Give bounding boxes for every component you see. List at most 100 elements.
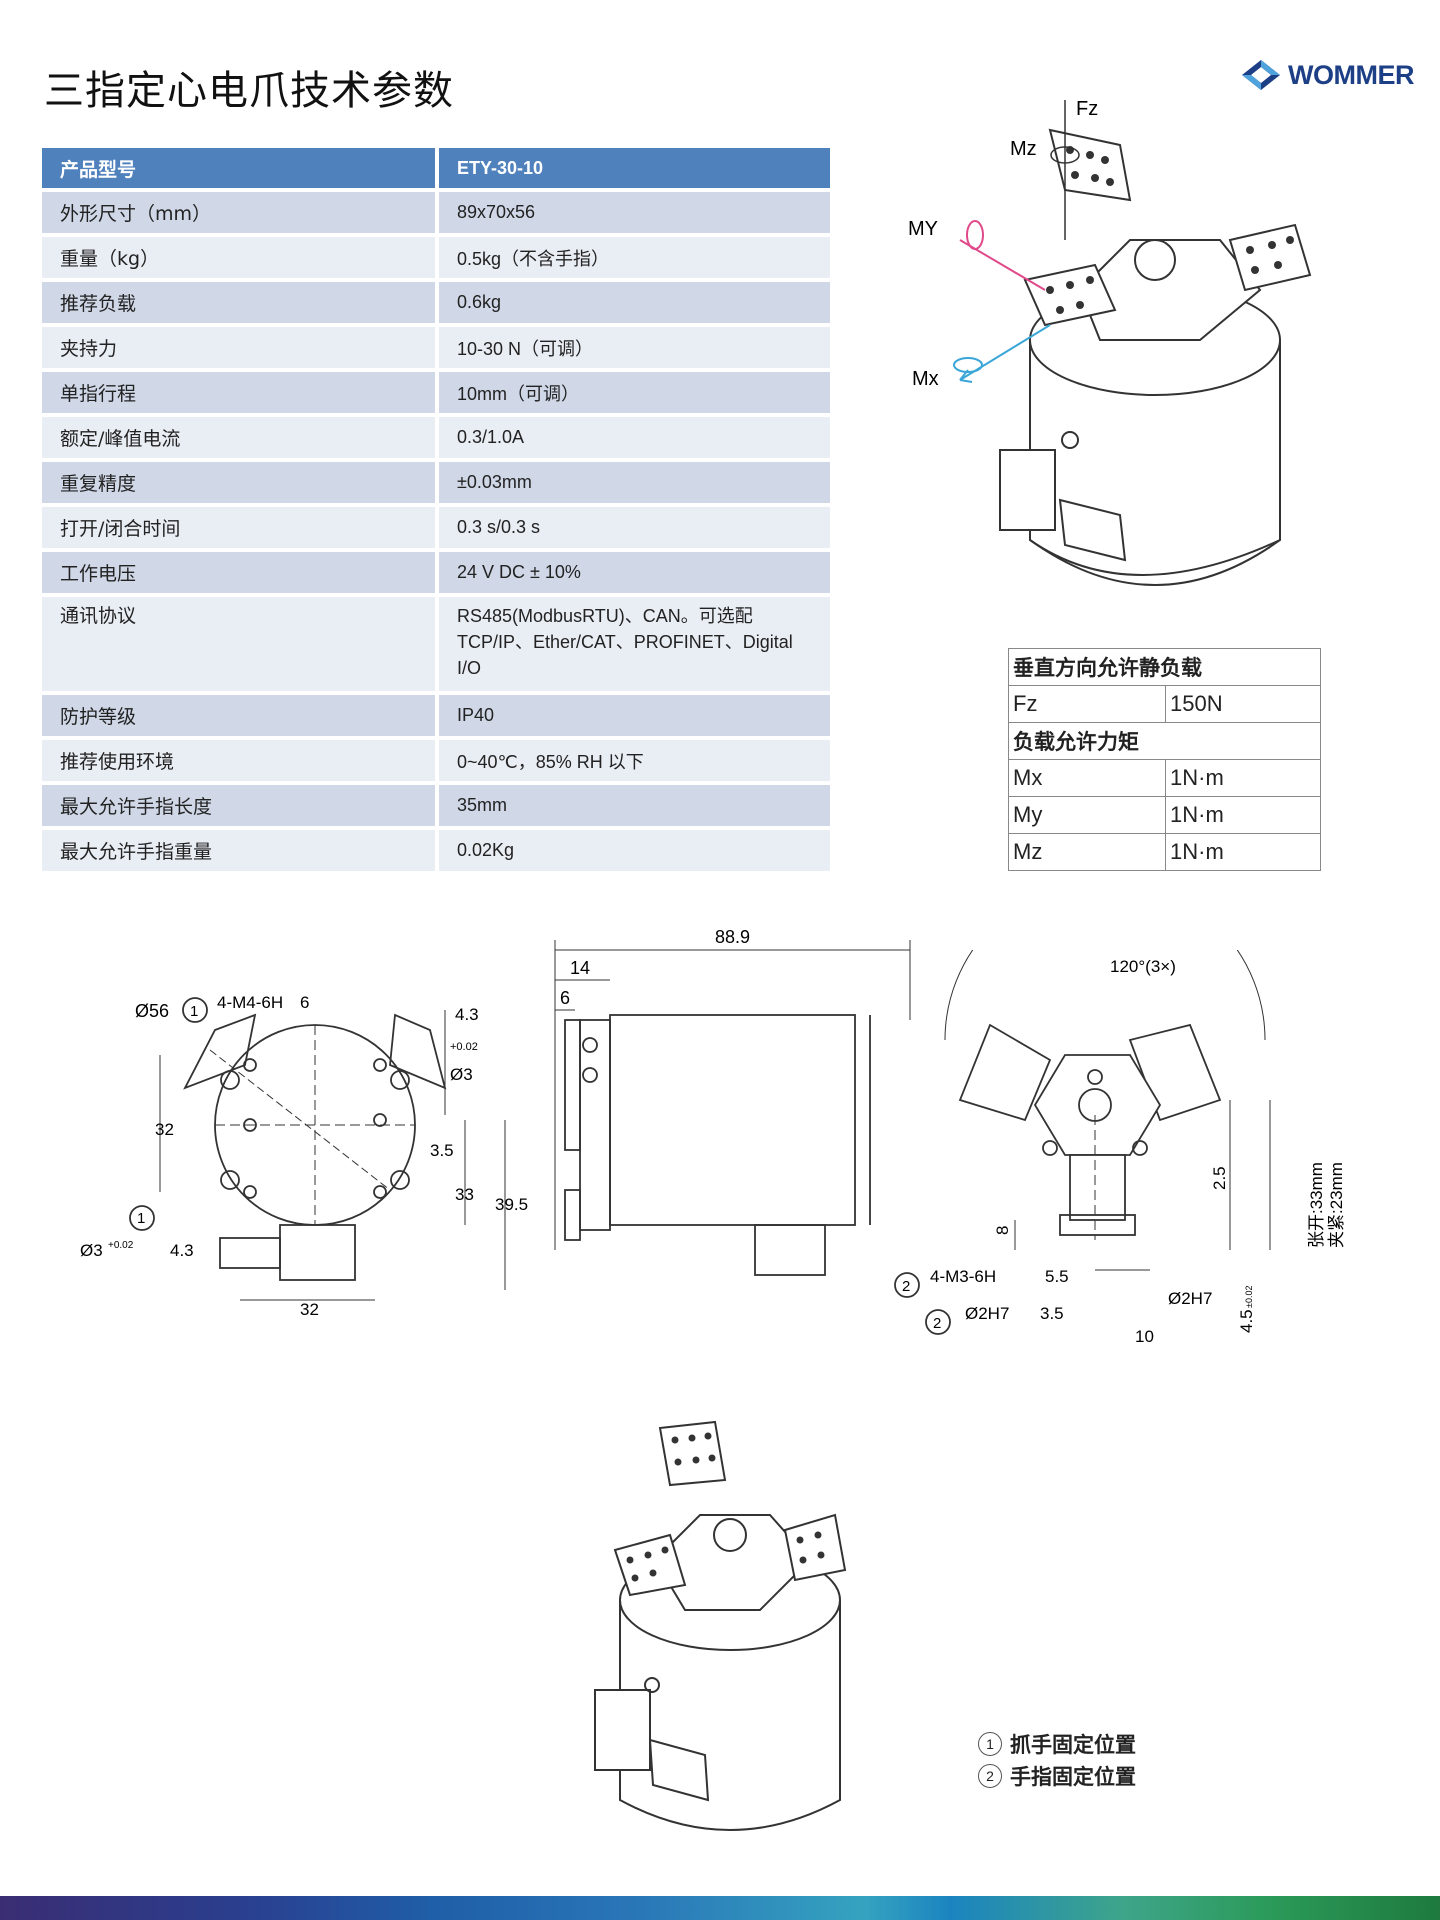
spec-key: 推荐使用环境 bbox=[42, 740, 439, 781]
mz-label: Mz bbox=[1008, 833, 1166, 871]
label-mz: Mz bbox=[1010, 138, 1037, 160]
spec-value: 35mm bbox=[439, 785, 830, 826]
front-32h: 32 bbox=[300, 1300, 319, 1319]
front-32v: 32 bbox=[155, 1120, 174, 1139]
front-pin: Ø3 bbox=[450, 1065, 473, 1084]
table-row: 通讯协议 RS485(ModbusRTU)、CAN。可选配TCP/IP、Ethe… bbox=[42, 597, 830, 691]
spec-key: 重量（kg） bbox=[42, 237, 439, 278]
spec-key: 打开/闭合时间 bbox=[42, 507, 439, 548]
legend-text: 手指固定位置 bbox=[1010, 1765, 1136, 1789]
spec-key: 防护等级 bbox=[42, 695, 439, 736]
spec-value: RS485(ModbusRTU)、CAN。可选配TCP/IP、Ether/CAT… bbox=[439, 597, 830, 691]
top-pin-right: Ø2H7 bbox=[1168, 1289, 1212, 1308]
label-fz: Fz bbox=[1076, 98, 1098, 120]
front-pin2-depth: 4.3 bbox=[170, 1241, 194, 1260]
brand-name: WOMMER bbox=[1288, 59, 1414, 90]
front-pin-depth: 4.3 bbox=[455, 1005, 479, 1024]
wommer-logo-icon bbox=[1242, 60, 1280, 90]
top-10: 10 bbox=[1135, 1327, 1154, 1346]
top-view-drawing: 120°(3×) 张开:33mm 夹紧:23mm 2.5 8 2 4-M3-6H… bbox=[894, 950, 1346, 1346]
spec-header-key: 产品型号 bbox=[42, 148, 439, 188]
label-mx: Mx bbox=[912, 368, 939, 390]
spec-header-value: ETY-30-10 bbox=[439, 148, 830, 188]
gripper-iso-drawing: Fz Mz MY Mx bbox=[908, 98, 1312, 586]
spec-value: 0.5kg（不含手指） bbox=[439, 237, 830, 278]
spec-key: 最大允许手指重量 bbox=[42, 830, 439, 871]
front-35: 3.5 bbox=[430, 1141, 454, 1160]
my-value: 1N·m bbox=[1165, 796, 1321, 834]
page-title: 三指定心电爪技术参数 bbox=[44, 68, 454, 114]
spec-value: ±0.03mm bbox=[439, 462, 830, 503]
spec-value: 0.3/1.0A bbox=[439, 417, 830, 458]
spec-key: 夹持力 bbox=[42, 327, 439, 368]
front-pin2-tol: +0.02 bbox=[108, 1240, 134, 1251]
top-close: 夹紧:23mm bbox=[1327, 1162, 1346, 1248]
fz-label: Fz bbox=[1008, 685, 1166, 723]
spec-key: 推荐负载 bbox=[42, 282, 439, 323]
my-label: My bbox=[1008, 796, 1166, 834]
spec-value: IP40 bbox=[439, 695, 830, 736]
top-45-tol: ±0.02 bbox=[1244, 1286, 1254, 1308]
legend-number: 2 bbox=[978, 1764, 1002, 1788]
mx-value: 1N·m bbox=[1165, 759, 1321, 797]
mz-value: 1N·m bbox=[1165, 833, 1321, 871]
side-6: 6 bbox=[560, 988, 570, 1008]
top-pin-depth: 3.5 bbox=[1040, 1304, 1064, 1323]
table-row: 外形尺寸（mm）89x70x56 bbox=[42, 192, 830, 233]
front-circle-1: 1 bbox=[190, 1003, 198, 1020]
side-14: 14 bbox=[570, 958, 590, 978]
spec-key: 最大允许手指长度 bbox=[42, 785, 439, 826]
legend-text: 抓手固定位置 bbox=[1010, 1733, 1136, 1757]
top-pin: Ø2H7 bbox=[965, 1304, 1009, 1323]
spec-key: 工作电压 bbox=[42, 552, 439, 593]
top-open: 张开:33mm bbox=[1307, 1162, 1326, 1248]
footer-color-bar bbox=[0, 1896, 1440, 1920]
spec-value: 89x70x56 bbox=[439, 192, 830, 233]
spec-value: 0.6kg bbox=[439, 282, 830, 323]
spec-value: 10mm（可调） bbox=[439, 372, 830, 413]
spec-value: 24 V DC ± 10% bbox=[439, 552, 830, 593]
top-thread-depth: 5.5 bbox=[1045, 1267, 1069, 1286]
top-angle: 120°(3×) bbox=[1110, 957, 1176, 976]
spec-value: 10-30 N（可调） bbox=[439, 327, 830, 368]
static-load-header: 垂直方向允许静负载 bbox=[1008, 648, 1321, 686]
side-889: 88.9 bbox=[715, 927, 750, 947]
front-view-drawing: Ø56 1 4-M4-6H 6 32 3.5 33 39.5 Ø3 +0.02 … bbox=[80, 993, 528, 1319]
legend-item: 1 抓手固定位置 bbox=[978, 1728, 1136, 1760]
legend-number: 1 bbox=[978, 1732, 1002, 1756]
top-circle-2a: 2 bbox=[902, 1278, 910, 1295]
top-thread: 4-M3-6H bbox=[930, 1267, 996, 1286]
table-row: 重量（kg）0.5kg（不含手指） bbox=[42, 237, 830, 278]
front-33: 33 bbox=[455, 1185, 474, 1204]
legend-item: 2 手指固定位置 bbox=[978, 1760, 1136, 1792]
spec-value: 0.3 s/0.3 s bbox=[439, 507, 830, 548]
spec-key: 通讯协议 bbox=[42, 597, 439, 691]
spec-key: 单指行程 bbox=[42, 372, 439, 413]
spec-key: 额定/峰值电流 bbox=[42, 417, 439, 458]
spec-table: 产品型号 ETY-30-10 外形尺寸（mm）89x70x56 重量（kg）0.… bbox=[42, 144, 830, 875]
fz-value: 150N bbox=[1165, 685, 1321, 723]
top-circle-2b: 2 bbox=[933, 1315, 941, 1332]
legend: 1 抓手固定位置 2 手指固定位置 bbox=[978, 1728, 1136, 1792]
front-pin-tol: +0.02 bbox=[450, 1041, 478, 1053]
top-8: 8 bbox=[993, 1226, 1012, 1235]
front-395: 39.5 bbox=[495, 1195, 528, 1214]
spec-key: 外形尺寸（mm） bbox=[42, 192, 439, 233]
top-25: 2.5 bbox=[1210, 1166, 1229, 1190]
gripper-iso-drawing-bottom bbox=[594, 1420, 847, 1831]
mx-label: Mx bbox=[1008, 759, 1166, 797]
front-pin2: Ø3 bbox=[80, 1241, 103, 1260]
front-thread-depth: 6 bbox=[300, 993, 309, 1012]
front-thread: 4-M4-6H bbox=[217, 993, 283, 1012]
front-dia: Ø56 bbox=[135, 1001, 169, 1021]
